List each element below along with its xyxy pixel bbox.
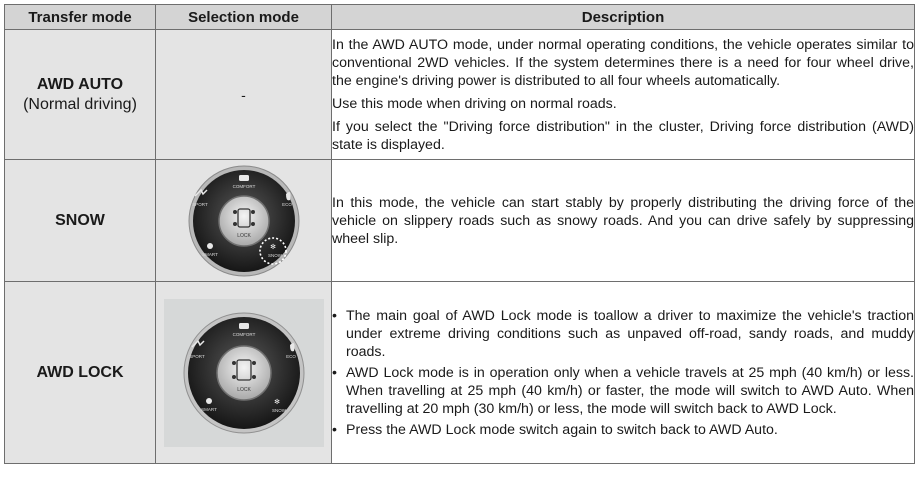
mode-cell: SNOW (4, 159, 156, 282)
dial-label-lock: LOCK (237, 233, 251, 239)
mode-name: AWD LOCK (36, 363, 124, 381)
selection-cell: - (155, 29, 332, 160)
header-selection-mode: Selection mode (155, 4, 332, 30)
svg-text:✻: ✻ (270, 243, 276, 251)
drive-mode-dial-image: LOCK COMFORT ECO SPORT SMART ✻ SNOW (156, 164, 331, 278)
description-cell: In the AWD AUTO mode, under normal opera… (331, 29, 915, 160)
description-cell: In this mode, the vehicle can start stab… (331, 159, 915, 282)
dial-label-smart: SMART (201, 407, 217, 412)
dial-label-eco: ECO (286, 354, 296, 359)
drive-mode-dial-snow: LOCK COMFORT ECO SPORT SMART ✻ SNOW (188, 165, 299, 276)
mode-cell: AWD LOCK (4, 281, 156, 464)
transfer-mode-table: Transfer mode Selection mode Description… (4, 4, 915, 464)
dial-label-lock: LOCK (237, 387, 251, 393)
description-paragraph: In the AWD AUTO mode, under normal opera… (332, 36, 914, 89)
table-row: SNOW (4, 159, 915, 282)
description-bullets: The main goal of AWD Lock mode is toallo… (332, 307, 914, 439)
dial-label-snow: SNOW (272, 408, 287, 413)
dial-label-comfort: COMFORT (232, 184, 255, 189)
list-item: The main goal of AWD Lock mode is toallo… (332, 307, 914, 361)
description-paragraph: Use this mode when driving on normal roa… (332, 95, 617, 112)
dial-label-eco: ECO (282, 202, 292, 207)
drive-mode-dial-image: LOCK COMFORT ECO SPORT SMART ✻ SNOW (163, 298, 324, 447)
drive-mode-dial-lock: LOCK COMFORT ECO SPORT SMART ✻ SNOW (183, 312, 304, 433)
description-paragraph: If you select the "Driving force distrib… (332, 118, 914, 153)
mode-name: AWD AUTO (36, 75, 124, 93)
dial-label-sport: SPORT (192, 202, 208, 207)
mode-name: SNOW (55, 211, 105, 229)
list-item: Press the AWD Lock mode switch again to … (332, 421, 914, 439)
header-description: Description (331, 4, 915, 30)
list-item: AWD Lock mode is in operation only when … (332, 364, 914, 418)
selection-value: - (241, 86, 246, 103)
mode-subtitle: (Normal driving) (23, 95, 137, 113)
header-row: Transfer mode Selection mode Description (4, 4, 915, 30)
svg-text:✻: ✻ (274, 398, 280, 406)
mode-cell: AWD AUTO (Normal driving) (4, 29, 156, 160)
selection-cell: LOCK COMFORT ECO SPORT SMART ✻ SNOW (155, 281, 332, 464)
header-transfer-mode: Transfer mode (4, 4, 156, 30)
table-row: AWD AUTO (Normal driving) - In the AWD A… (4, 29, 915, 160)
dial-label-sport: SPORT (189, 354, 205, 359)
dial-label-smart: SMART (202, 252, 218, 257)
description-cell: The main goal of AWD Lock mode is toallo… (331, 281, 915, 464)
dial-label-comfort: COMFORT (232, 332, 255, 337)
table-row: AWD LOCK (4, 281, 915, 464)
selection-cell: LOCK COMFORT ECO SPORT SMART ✻ SNOW (155, 159, 332, 282)
dial-label-snow: SNOW (268, 253, 283, 258)
description-paragraph: In this mode, the vehicle can start stab… (332, 194, 914, 247)
